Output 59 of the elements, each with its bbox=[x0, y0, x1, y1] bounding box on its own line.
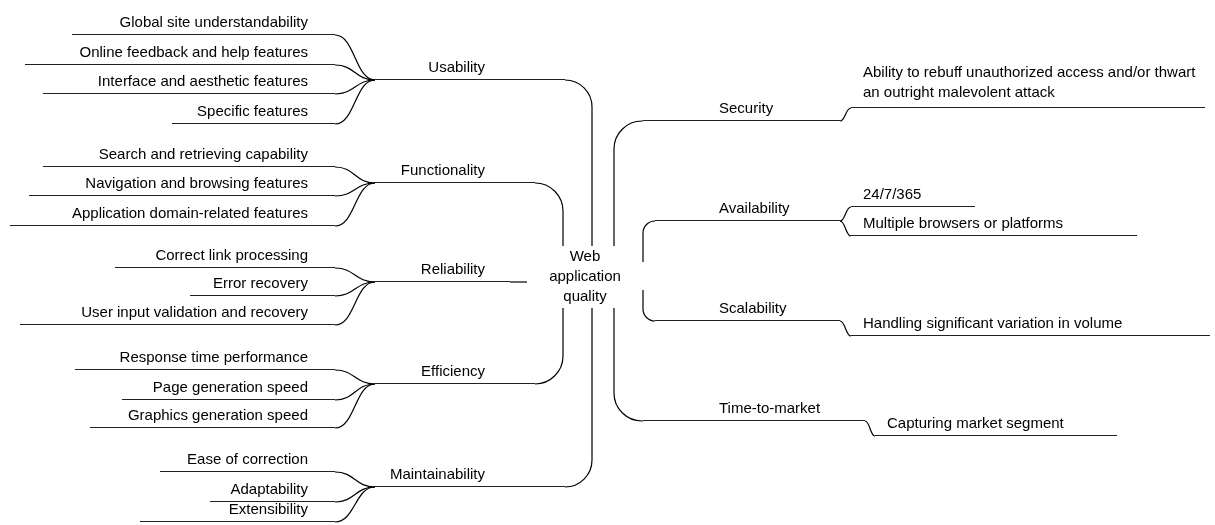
leaf-label: Specific features bbox=[172, 102, 335, 124]
connector-line bbox=[642, 220, 656, 263]
connector-line bbox=[564, 307, 593, 488]
connector-line bbox=[564, 79, 593, 247]
connector-line bbox=[334, 369, 376, 385]
connector-line bbox=[334, 486, 376, 523]
connector-line bbox=[334, 383, 376, 429]
branch-label: Scalability bbox=[655, 299, 840, 321]
connector-line bbox=[334, 383, 376, 401]
leaf-label: Ease of correction bbox=[160, 450, 335, 472]
branch-label: Security bbox=[643, 99, 840, 121]
branch-label: Availability bbox=[655, 199, 840, 221]
connector-line bbox=[534, 307, 564, 385]
leaf-label: Ability to rebuff unauthorized access and/or thwart an outright malevolent attack bbox=[851, 62, 1205, 108]
leaf-label: Capturing market segment bbox=[875, 414, 1117, 436]
connector-line bbox=[613, 120, 644, 247]
leaf-label: Graphics generation speed bbox=[90, 406, 335, 428]
connector-line bbox=[534, 182, 564, 247]
leaf-label: Interface and aesthetic features bbox=[43, 72, 335, 94]
connector-line bbox=[839, 107, 852, 122]
leaf-label: 24/7/365 bbox=[851, 185, 975, 207]
leaf-label: Application domain-related features bbox=[10, 204, 335, 226]
connector-line bbox=[334, 267, 376, 283]
connector-line bbox=[334, 79, 376, 95]
connector-line bbox=[334, 281, 376, 297]
branch-label: Efficiency bbox=[375, 362, 535, 384]
connector-line bbox=[839, 206, 852, 222]
branch-label: Time-to-market bbox=[643, 399, 865, 421]
leaf-label: Navigation and browsing features bbox=[29, 174, 335, 196]
central-topic: Web application quality bbox=[527, 246, 643, 308]
leaf-label: Error recovery bbox=[190, 274, 335, 296]
connector-line bbox=[613, 307, 644, 422]
connector-line bbox=[509, 281, 528, 283]
leaf-label: Correct link processing bbox=[115, 246, 335, 268]
branch-label: Functionality bbox=[375, 161, 535, 183]
branch-label: Reliability bbox=[375, 260, 510, 282]
leaf-label: Response time performance bbox=[75, 348, 335, 370]
connector-line bbox=[334, 471, 376, 488]
leaf-label: Adaptability bbox=[210, 480, 335, 502]
leaf-label: Online feedback and help features bbox=[25, 43, 335, 65]
connector-line bbox=[334, 182, 376, 227]
connector-line bbox=[334, 64, 376, 81]
leaf-label: User input validation and recovery bbox=[20, 303, 335, 325]
connector-line bbox=[334, 79, 376, 125]
connector-line bbox=[864, 420, 876, 437]
leaf-label: Global site understandability bbox=[72, 13, 335, 35]
connector-line bbox=[334, 166, 376, 184]
connector-line bbox=[334, 281, 376, 326]
leaf-label: Handling significant variation in volume bbox=[851, 314, 1210, 336]
connector-line bbox=[839, 220, 852, 237]
leaf-label: Multiple browsers or platforms bbox=[851, 214, 1137, 236]
leaf-label: Search and retrieving capability bbox=[43, 145, 335, 167]
connector-line bbox=[334, 182, 376, 197]
branch-label: Maintainability bbox=[375, 465, 565, 487]
branch-label: Usability bbox=[375, 58, 565, 80]
connector-line bbox=[839, 320, 852, 337]
leaf-label: Page generation speed bbox=[122, 378, 335, 400]
leaf-label: Extensibility bbox=[140, 500, 335, 522]
connector-line bbox=[642, 289, 656, 322]
